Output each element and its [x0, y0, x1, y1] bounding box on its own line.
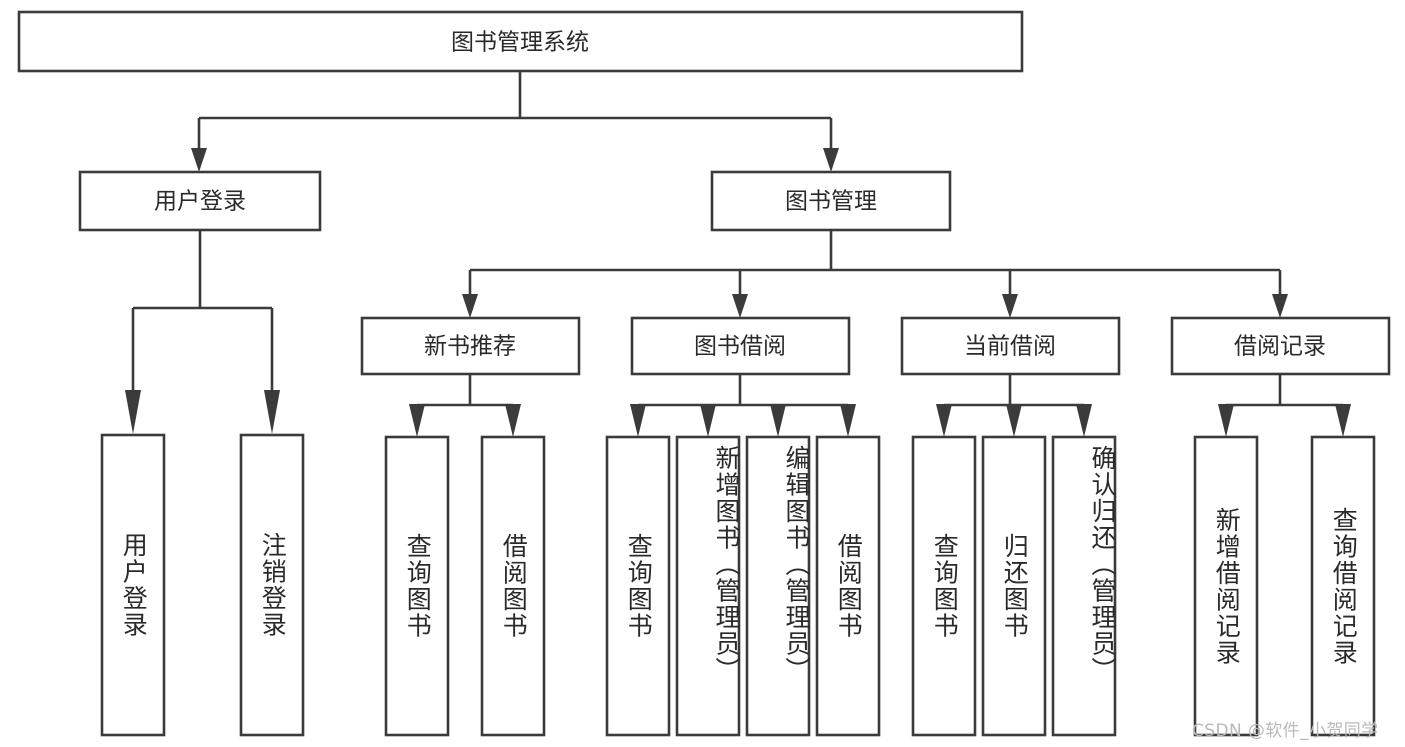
- node-leaf-add-record-box[interactable]: [1193, 435, 1259, 737]
- arrow-head-icon: [264, 390, 280, 434]
- node-leaf-logout-box[interactable]: [239, 433, 305, 737]
- node-leaf-user-login-box[interactable]: [100, 433, 166, 737]
- node-current-borrow-label: 当前借阅: [964, 334, 1056, 360]
- arrow-head-icon: [1335, 404, 1351, 437]
- arrow-head-icon: [191, 148, 207, 172]
- node-user-login[interactable]: 用户登录: [78, 170, 322, 232]
- connector-book-manage-to-level3: [462, 230, 1288, 318]
- node-leaf-borrow-book-1-box[interactable]: [480, 435, 546, 737]
- arrow-head-icon: [630, 404, 646, 437]
- node-user-login-label: 用户登录: [154, 189, 246, 215]
- arrow-head-icon: [505, 404, 521, 437]
- node-root[interactable]: 图书管理系统: [17, 10, 1024, 73]
- node-book-borrow-label: 图书借阅: [694, 334, 786, 360]
- node-root-box: [17, 10, 1024, 73]
- node-book-manage-label: 图书管理: [785, 189, 877, 215]
- node-current-borrow[interactable]: 当前借阅: [900, 316, 1121, 376]
- node-new-book[interactable]: 新书推荐: [360, 316, 581, 376]
- node-leaf-confirm-return-box[interactable]: [1051, 435, 1117, 737]
- node-book-borrow[interactable]: 图书借阅: [630, 316, 851, 376]
- connector-book-borrow-to-leaves: [630, 374, 856, 437]
- node-leaf-query-book-3-box[interactable]: [911, 435, 977, 737]
- node-leaf-edit-book-box[interactable]: [745, 435, 811, 737]
- node-book-manage[interactable]: 图书管理: [710, 170, 952, 232]
- arrow-head-icon: [840, 404, 856, 437]
- node-borrow-record-box: [1170, 316, 1391, 376]
- connector-root-to-level2: [191, 71, 839, 172]
- node-new-book-label: 新书推荐: [424, 334, 516, 360]
- connector-borrow-record-to-leaves: [1218, 374, 1351, 437]
- connector-current-borrow-to-leaves: [936, 374, 1092, 437]
- node-root-label: 图书管理系统: [451, 30, 589, 56]
- node-book-borrow-box: [630, 316, 851, 376]
- arrow-head-icon: [823, 148, 839, 172]
- arrow-head-icon: [1002, 294, 1018, 318]
- arrow-head-icon: [462, 294, 478, 318]
- node-leaf-return-book-box[interactable]: [981, 435, 1047, 737]
- node-current-borrow-box: [900, 316, 1121, 376]
- arrow-head-icon: [1006, 404, 1022, 437]
- connector-user-login-to-leaves: [125, 230, 280, 434]
- arrow-head-icon: [732, 294, 748, 318]
- arrow-head-icon: [409, 404, 425, 437]
- node-leaf-query-book-2-box[interactable]: [605, 435, 671, 737]
- watermark-text: CSDN @软件_小贺同学: [1192, 721, 1379, 741]
- arrow-head-icon: [1218, 404, 1234, 437]
- node-leaf-add-book-box[interactable]: [675, 435, 741, 737]
- arrow-head-icon: [1076, 404, 1092, 437]
- node-leaf-borrow-book-2-box[interactable]: [815, 435, 881, 737]
- arrow-head-icon: [770, 404, 786, 437]
- node-borrow-record-label: 借阅记录: [1234, 334, 1326, 360]
- node-leaf-query-book-1-box[interactable]: [384, 435, 450, 737]
- connector-new-book-to-leaves: [409, 374, 521, 437]
- node-borrow-record[interactable]: 借阅记录: [1170, 316, 1391, 376]
- arrow-head-icon: [1272, 294, 1288, 318]
- arrow-head-icon: [700, 404, 716, 437]
- arrow-head-icon: [936, 404, 952, 437]
- node-book-manage-box: [710, 170, 952, 232]
- node-new-book-box: [360, 316, 581, 376]
- node-leaf-query-record-box[interactable]: [1310, 435, 1376, 737]
- arrow-head-icon: [125, 390, 141, 434]
